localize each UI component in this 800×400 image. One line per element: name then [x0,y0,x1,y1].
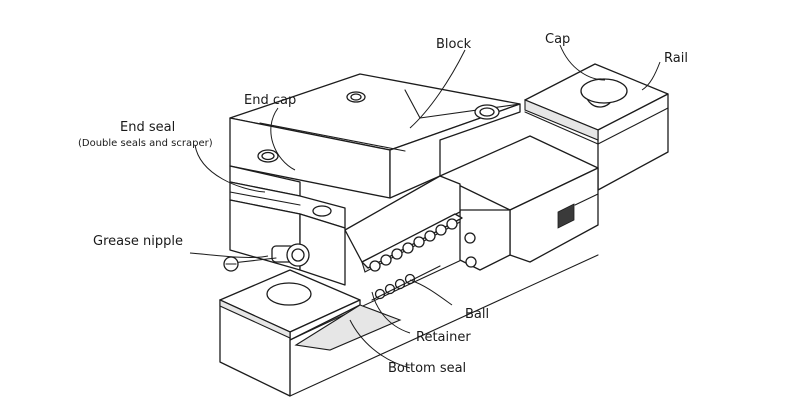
leader-grease-nipple [189,252,269,258]
leader-end-cap [270,107,296,171]
label-bottom-seal: Bottom seal [388,361,466,376]
leader-lines [189,44,661,369]
label-rail: Rail [664,51,688,66]
leader-block [409,49,466,129]
block-body [229,73,558,199]
label-cap: Cap [545,32,570,47]
label-end-seal: End seal [120,120,175,135]
label-block: Block [436,37,472,52]
leader-ball [409,279,453,306]
label-retainer: Retainer [416,330,471,345]
leader-retainer [371,291,411,334]
leader-bottom-seal [349,319,411,369]
label-end-cap: End cap [244,93,296,108]
leader-end-seal [194,144,266,193]
end-cap-assembly [229,165,346,286]
rail-front [219,199,599,397]
rail-back [524,63,669,191]
label-end-seal-note: (Double seals and scraper) [78,138,213,149]
leader-cap [559,44,606,81]
leader-rail [641,61,661,91]
label-ball: Ball [465,307,489,322]
label-grease-nipple: Grease nipple [93,234,183,249]
